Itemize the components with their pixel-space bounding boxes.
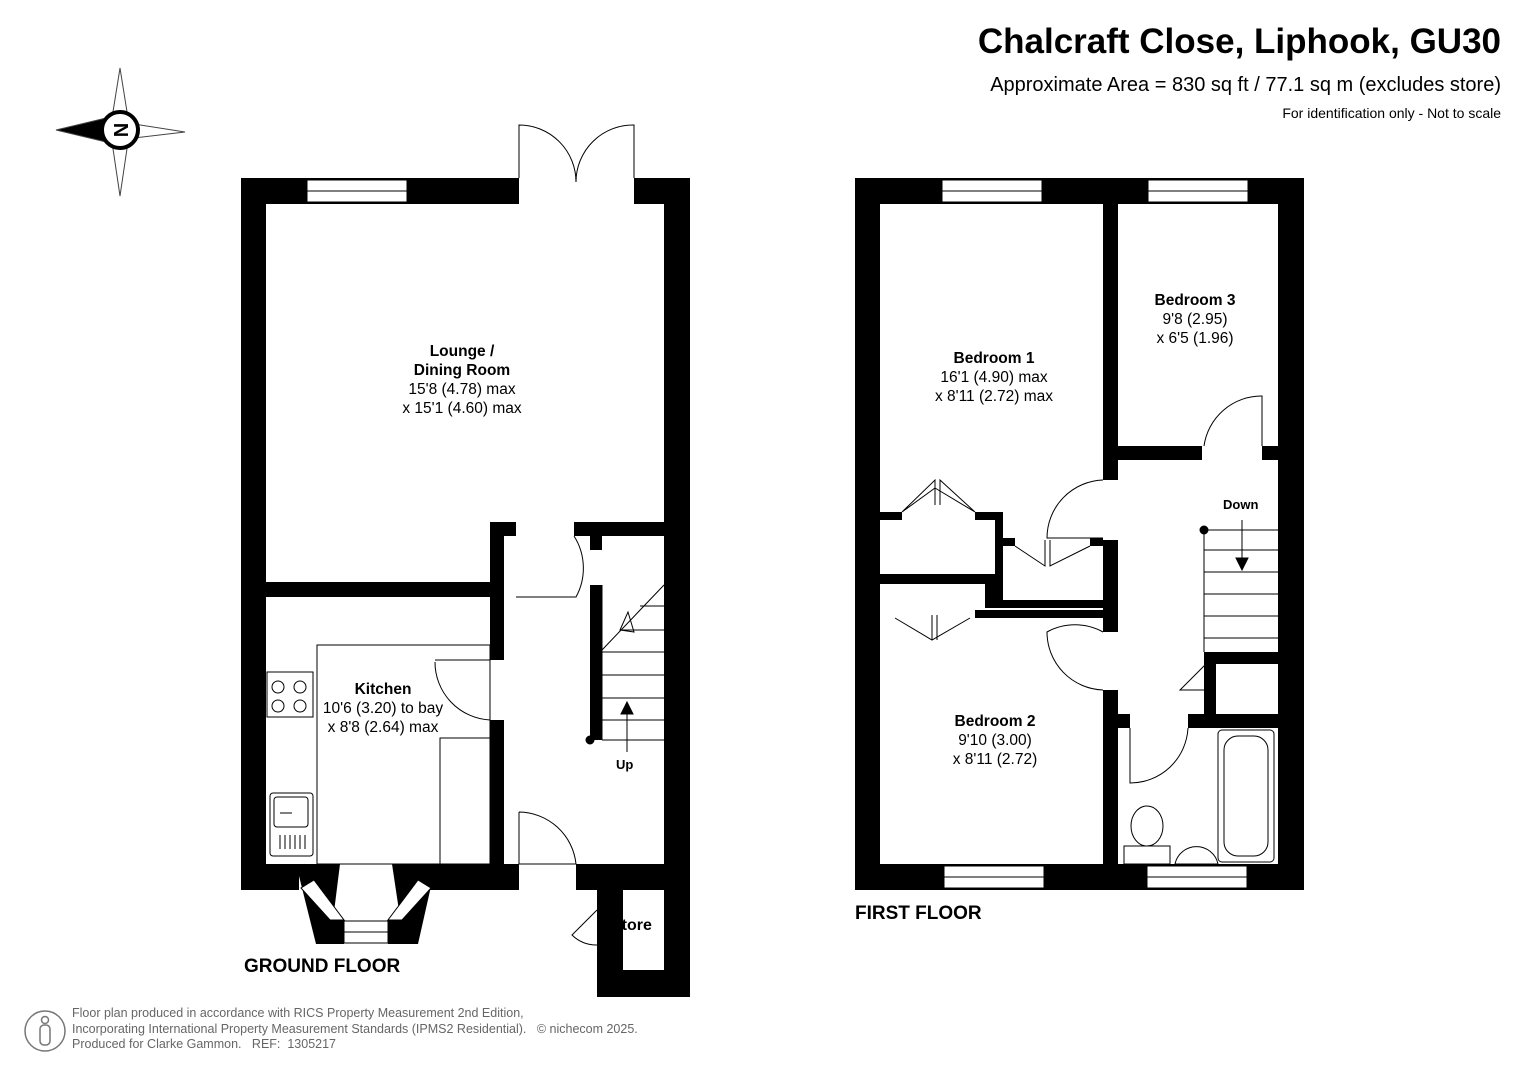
- ground-floor-fixtures: [266, 124, 665, 946]
- first-floor-fixtures: [894, 179, 1278, 889]
- identification-note: For identification only - Not to scale: [1282, 105, 1501, 121]
- room-bedroom-3: Bedroom 3 9'8 (2.95) x 6'5 (1.96): [1155, 291, 1236, 348]
- room-dimension: x 8'11 (2.72): [952, 751, 1038, 768]
- room-lounge-dining: Lounge / Dining Room 15'8 (4.78) max x 1…: [402, 342, 521, 418]
- room-name: Bedroom 1: [953, 350, 1035, 367]
- room-name: Lounge /: [429, 343, 495, 360]
- copyright: © nichecom 2025.: [536, 1021, 638, 1036]
- first-floor-walls: [855, 178, 1304, 890]
- room-dimension: 16'1 (4.90) max: [940, 369, 1048, 386]
- room-dimension: 15'8 (4.78) max: [408, 381, 516, 398]
- room-bedroom-2: Bedroom 2 9'10 (3.00) x 8'11 (2.72): [953, 712, 1038, 769]
- room-dimension: 10'6 (3.20) to bay: [322, 700, 444, 717]
- stairs-up-label: Up: [616, 757, 634, 772]
- room-dimension: x 8'11 (2.72) max: [934, 388, 1054, 405]
- ground-floor-label: GROUND FLOOR: [244, 956, 401, 977]
- footer-line: Incorporating International Property Mea…: [72, 1021, 527, 1036]
- room-name: Kitchen: [354, 681, 412, 698]
- compass-icon: N: [55, 67, 186, 197]
- approximate-area: Approximate Area = 830 sq ft / 77.1 sq m…: [990, 74, 1501, 96]
- room-name: Bedroom 3: [1154, 292, 1236, 309]
- room-dimension: x 6'5 (1.96): [1156, 330, 1234, 347]
- property-title: Chalcraft Close, Liphook, GU30: [977, 22, 1501, 61]
- person-icon: [24, 1010, 66, 1052]
- room-dimension: x 8'8 (2.64) max: [327, 719, 439, 736]
- stairs-down-label: Down: [1223, 497, 1259, 512]
- room-name: Bedroom 2: [954, 713, 1036, 730]
- footer-line: Floor plan produced in accordance with R…: [72, 1006, 524, 1020]
- room-name: Dining Room: [413, 362, 511, 379]
- footer-notes: Floor plan produced in accordance with R…: [72, 1006, 638, 1053]
- room-bedroom-1: Bedroom 1 16'1 (4.90) max x 8'11 (2.72) …: [935, 349, 1053, 406]
- room-dimension: x 15'1 (4.60) max: [402, 400, 522, 417]
- ground-floor-walls: [241, 178, 690, 997]
- svg-text:N: N: [111, 123, 133, 137]
- first-floor-label: FIRST FLOOR: [855, 903, 982, 924]
- room-kitchen: Kitchen 10'6 (3.20) to bay x 8'8 (2.64) …: [323, 680, 443, 737]
- room-dimension: 9'10 (3.00): [958, 732, 1032, 749]
- store-label: Store: [611, 917, 652, 934]
- room-dimension: 9'8 (2.95): [1162, 311, 1228, 328]
- footer-line: Produced for Clarke Gammon. REF: 1305217: [72, 1037, 337, 1051]
